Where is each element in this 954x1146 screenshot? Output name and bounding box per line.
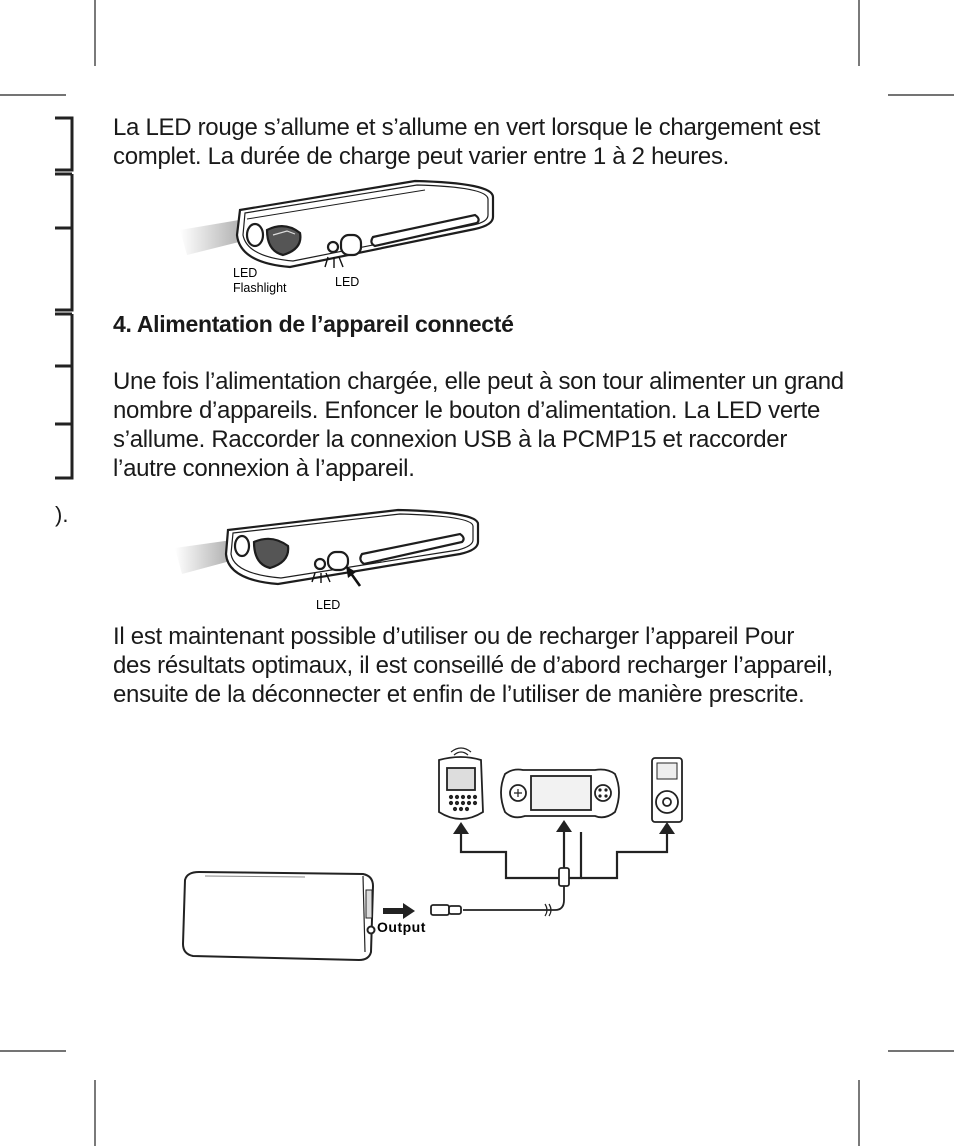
powerbank-figure-1: LED Flashlight LED xyxy=(180,179,495,295)
music-player-icon xyxy=(651,757,683,823)
flashlight-beam xyxy=(180,219,247,255)
game-console-icon xyxy=(500,768,620,819)
flashlight-beam xyxy=(175,540,234,574)
smartphone-icon xyxy=(438,747,484,820)
paragraph-usage: Il est maintenant possible d’utiliser ou… xyxy=(113,622,833,709)
output-connection-figure: Output xyxy=(181,747,683,962)
stray-text: ). xyxy=(55,502,69,527)
text-line: des résultats optimaux, il est conseillé… xyxy=(113,652,833,679)
text-line: l’autre connexion à l’appareil. xyxy=(113,455,415,482)
label-led-flashlight-2: Flashlight xyxy=(233,281,287,295)
section-heading: 4. Alimentation de l’appareil connecté xyxy=(113,311,514,337)
powerbank-icon xyxy=(181,870,376,962)
text-line: complet. La durée de charge peut varier … xyxy=(113,143,730,170)
paragraph-charging: La LED rouge s’allume et s’allume en ver… xyxy=(113,113,820,171)
text-line: Il est maintenant possible d’utiliser ou… xyxy=(113,623,795,650)
label-led-flashlight-1: LED xyxy=(233,266,257,280)
paragraph-powering: Une fois l’alimentation chargée, elle pe… xyxy=(113,367,844,483)
powerbank-figure-2: LED xyxy=(175,508,480,612)
text-line: nombre d’appareils. Enfoncer le bouton d… xyxy=(113,397,821,424)
output-label: Output xyxy=(377,919,426,935)
arrow-to-power-button xyxy=(346,566,362,587)
text-line: Une fois l’alimentation chargée, elle pe… xyxy=(113,368,844,395)
text-line: ensuite de la déconnecter et enfin de l’… xyxy=(113,681,805,708)
text-line: s’allume. Raccorder la connexion USB à l… xyxy=(113,426,788,453)
text-line: La LED rouge s’allume et s’allume en ver… xyxy=(113,114,820,141)
label-led: LED xyxy=(335,275,359,289)
label-led: LED xyxy=(316,598,340,612)
